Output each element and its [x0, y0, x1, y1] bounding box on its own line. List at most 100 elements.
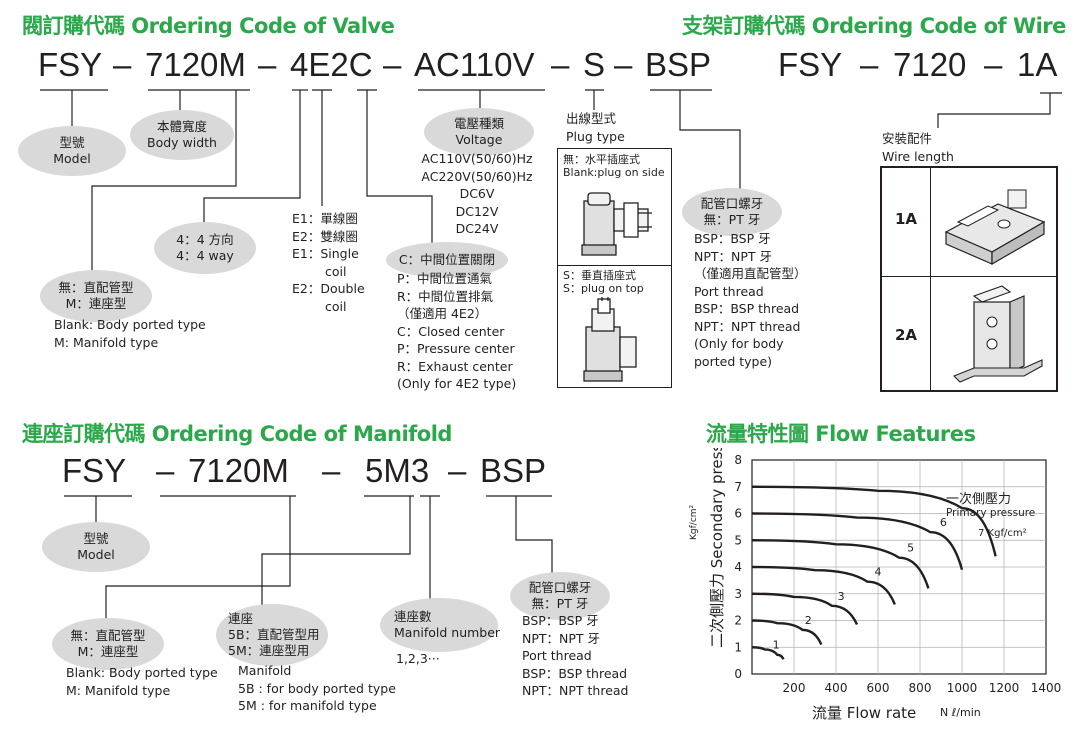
flow-chart-ytick-label: 7: [734, 480, 742, 494]
wire-code-width: 7120: [893, 46, 967, 83]
voltage-line: AC220V(50/60)Hz: [421, 168, 533, 184]
wire-row-divider: [882, 276, 1056, 277]
manifold-code-dash: –: [156, 452, 175, 489]
manifold-model-bubble: 型號 Model: [42, 522, 150, 572]
flow-curve-2: [751, 619, 823, 646]
flow-curve-5: [751, 539, 930, 589]
bubble-text: 5B：直配管型用: [228, 627, 320, 642]
plug-top-valve-icon: [583, 297, 637, 382]
manifold-thread-list: BSP：BSP 牙 NPT：NPT 牙 Port thread BSP：BSP …: [522, 612, 629, 700]
bubble-text: Model: [77, 547, 115, 562]
bubble-text: 無：PT 牙: [531, 596, 589, 611]
flow-chart-xunit: N ℓ/min: [940, 706, 981, 719]
manifold-port-notes: Blank: Body ported type M: Manifold type: [66, 664, 218, 699]
note-line: M: Manifold type: [54, 334, 159, 350]
center-list: P：中間位置通氣 R：中間位置排氣 （僅適用 4E2） C：Closed cen…: [397, 270, 516, 393]
thread-line: (Only for body: [694, 336, 784, 351]
coil-line: E1：單線圈: [292, 211, 358, 226]
flow-curve-3: [751, 592, 859, 626]
coil-line: E1：Single: [292, 246, 359, 261]
bubble-text: Manifold number: [394, 625, 501, 640]
flow-curve-label: 5: [907, 542, 914, 555]
thread-line: BSP：BSP thread: [522, 665, 628, 681]
thread-line: （僅適用直配管型）: [694, 266, 807, 281]
manifold-base-bubble: 連座 5B：直配管型用 5M：連座型用: [216, 604, 328, 666]
wire-code-dash: –: [984, 46, 1003, 83]
flow-curve-6: [751, 512, 964, 570]
manifold-code-thread: BSP: [480, 452, 547, 489]
plug-title: 出線型式 Plug type: [566, 110, 625, 145]
flow-chart-ytick-label: 3: [734, 587, 742, 601]
valve-code-dash: –: [258, 46, 277, 83]
wire-code-model: FSY: [778, 46, 843, 83]
flow-curve-7: [751, 485, 997, 557]
flow-curve-label: 1: [773, 639, 780, 652]
flow-heading: 流量特性圖 Flow Features: [706, 422, 976, 446]
flow-chart-ytick-label: 8: [734, 453, 742, 467]
wire-table: 1A 2A: [880, 166, 1058, 392]
thread-line: NPT：NPT 牙: [694, 248, 773, 264]
flow-curve-label: 3: [838, 590, 845, 603]
flow-chart-xtick-label: 1200: [989, 681, 1020, 695]
thread-line: ported type): [694, 353, 773, 369]
flow-chart-annotation-cn: 一次側壓力: [946, 491, 1011, 507]
manifold-number-bubble: 連座數 Manifold number: [380, 598, 501, 652]
bubble-text: C：中間位置關閉: [398, 252, 496, 267]
voltage-line: DC6V: [459, 186, 495, 201]
manifold-heading: 連座訂購代碼 Ordering Code of Manifold: [22, 422, 452, 446]
flow-curve-label: 2: [805, 614, 812, 627]
thread-line: Port thread: [522, 648, 592, 663]
valve-code-width: 7120M: [145, 46, 246, 83]
note-line: 5M : for manifold type: [238, 698, 377, 713]
manifold-port-bubble: 無：直配管型 M：連座型: [52, 618, 164, 670]
bubble-text: Model: [53, 151, 91, 166]
wire-code-dash: –: [860, 46, 879, 83]
manifold-code-model: FSY: [62, 452, 127, 489]
valve-code-dash: –: [614, 46, 633, 83]
valve-code-dash: –: [551, 46, 570, 83]
plug-type-box: 無：水平插座式 Blank:plug on side S：垂直插座式 S：plu…: [557, 148, 672, 388]
coil-list: E1：單線圈 E2：雙線圈 E1：Single coil E2：Double c…: [292, 210, 365, 315]
thread-line: BSP：BSP 牙: [522, 613, 599, 628]
center-bubble: C：中間位置關閉: [386, 242, 508, 278]
voltage-line: AC110V(50/60)Hz: [421, 151, 533, 166]
wire-heading: 支架訂購代碼 Ordering Code of Wire: [682, 14, 1066, 38]
flow-curve-1: [751, 646, 785, 660]
thread-list: BSP：BSP 牙 NPT：NPT 牙 （僅適用直配管型） Port threa…: [694, 230, 807, 370]
plug-title-line: 出線型式: [566, 111, 617, 126]
bubble-text: 連座數: [394, 609, 432, 624]
bubble-text: 電壓種類: [453, 116, 504, 131]
bubble-text: 型號: [83, 531, 109, 546]
manifold-code-dash: –: [322, 452, 341, 489]
thread-line: Port thread: [694, 283, 764, 299]
bubble-text: M：連座型: [65, 296, 127, 311]
manifold-base-notes: Manifold 5B : for body ported type 5M : …: [238, 662, 396, 715]
flow-chart-ytick-label: 6: [734, 507, 742, 521]
voltage-list: AC110V(50/60)Hz AC220V(50/60)Hz DC6V DC1…: [417, 150, 537, 238]
flow-curve-label: 6: [940, 516, 947, 529]
wire-row-1a: 1A: [894, 210, 918, 228]
center-line: (Only for 4E2 type): [397, 376, 517, 391]
plug-divider: [558, 265, 671, 266]
bracket-2a-icon: [953, 285, 1043, 383]
thread-bubble: 配管口螺牙 無：PT 牙: [682, 188, 782, 236]
flow-chart-ytick-label: 1: [734, 640, 742, 654]
bubble-text: 5M：連座型用: [228, 643, 310, 658]
wire-title-line: Wire length: [882, 148, 954, 164]
manifold-code-width: 7120M: [188, 452, 289, 489]
thread-line: NPT：NPT 牙: [522, 630, 601, 646]
bubble-text: 無：直配管型: [58, 280, 134, 295]
flow-chart-annotation-unit: 7 Kgf/cm²: [978, 528, 1027, 539]
plug-top-line: S：plug on top: [563, 282, 644, 295]
bubble-text: M：連座型: [77, 644, 139, 659]
wire-code-type: 1A: [1017, 46, 1058, 83]
bubble-text: 型號: [59, 135, 85, 150]
flow-chart-ytick-label: 2: [734, 614, 742, 628]
bubble-text: 本體寬度: [156, 119, 207, 134]
flow-chart-xtick-label: 400: [825, 681, 848, 695]
bubble-text: Voltage: [455, 132, 503, 147]
bubble-text: Body width: [147, 135, 217, 150]
valve-code-plug: S: [583, 46, 606, 83]
flow-chart-xtick-label: 1400: [1031, 681, 1062, 695]
